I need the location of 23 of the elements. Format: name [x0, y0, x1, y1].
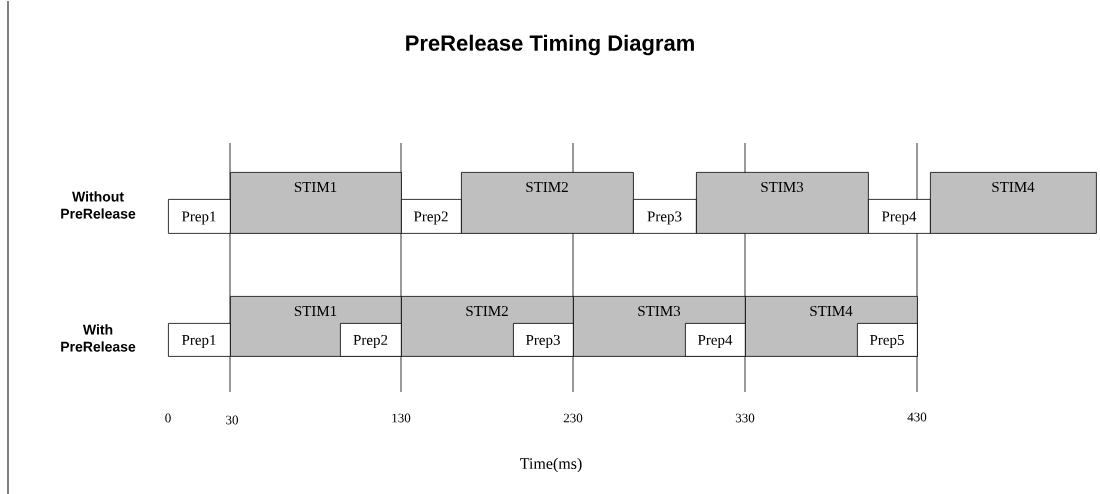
tick-label: 330 [735, 413, 755, 423]
stim-box: STIM3 [696, 172, 869, 234]
title: PreRelease Timing Diagram [406, 34, 694, 56]
prep-box: Prep5 [857, 323, 918, 357]
prep-box: Prep3 [633, 199, 697, 234]
axis-title: Time(ms) [520, 457, 582, 473]
stim-box: STIM4 [930, 172, 1097, 234]
prep-box: Prep3 [513, 323, 574, 357]
tick-label: 230 [563, 413, 583, 423]
stim-box: STIM1 [230, 172, 402, 234]
prep-box: Prep1 [168, 199, 231, 234]
tick-label: 430 [907, 412, 927, 422]
prep-box: Prep4 [685, 323, 746, 357]
tick-label: 30 [226, 415, 238, 425]
prep-box: Prep4 [868, 199, 931, 234]
prep-box: Prep2 [401, 199, 462, 234]
tick-label: 130 [392, 413, 411, 423]
tick-label: 0 [165, 413, 171, 423]
row-label: With PreRelease [61, 324, 136, 352]
row-label: Without PreRelease [61, 191, 136, 219]
stim-box: STIM2 [461, 172, 634, 234]
prep-box: Prep1 [168, 323, 231, 357]
prep-box: Prep2 [340, 323, 402, 357]
